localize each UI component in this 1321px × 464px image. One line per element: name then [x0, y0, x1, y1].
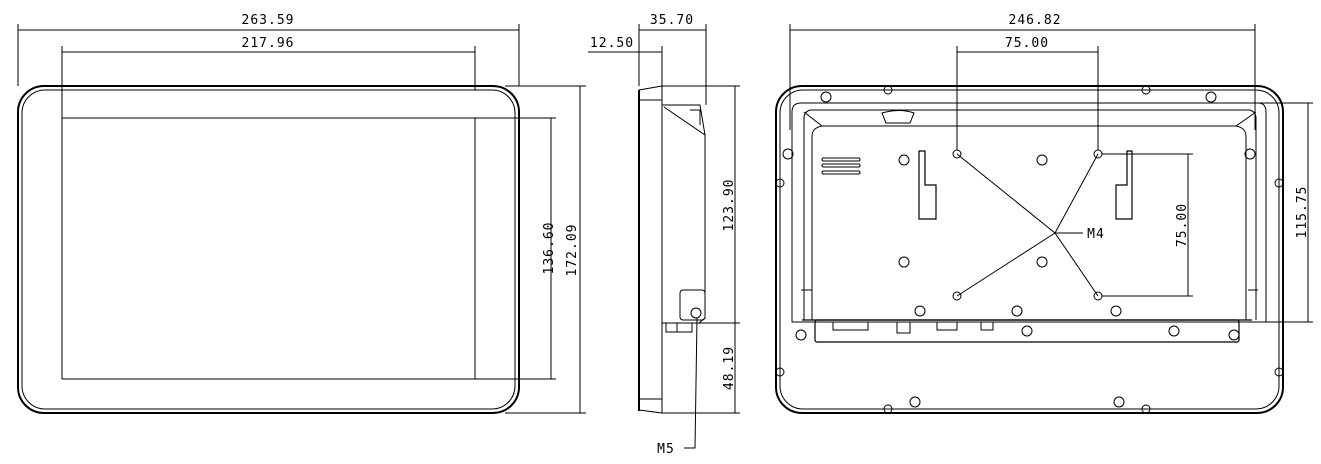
back-outline	[775, 85, 1284, 414]
dim-tray-height: 115.75	[1295, 186, 1310, 239]
dim-overall-height: 172.09	[565, 224, 580, 277]
dim-screen-height: 136.60	[542, 222, 557, 275]
vesa-holes	[952, 149, 1103, 301]
screw-label-m4: M4	[1087, 227, 1105, 242]
dim-overall-width: 263.59	[242, 13, 295, 28]
dim-lower-height: 48.19	[722, 346, 737, 390]
screw-label-m5: M5	[657, 442, 675, 457]
dim-tray-width: 246.82	[1009, 13, 1062, 28]
mounting-bosses	[775, 85, 1284, 414]
dim-vesa-horizontal: 75.00	[1005, 36, 1049, 51]
side-view: 35.70 12.50 123.90 48.19 M5	[588, 13, 740, 457]
back-view: M4 246.82 75.00 75.00 115.75	[775, 13, 1313, 414]
dim-depth: 35.70	[650, 13, 694, 28]
dim-vesa-vertical: 75.00	[1175, 203, 1190, 247]
front-view: 263.59 217.96 136.60 172.09	[17, 13, 586, 414]
dim-bezel-depth: 12.50	[590, 36, 634, 51]
front-bezel-outline	[17, 85, 520, 414]
dim-upper-height: 123.90	[722, 179, 737, 232]
screen-area	[61, 117, 476, 380]
dim-screen-width: 217.96	[242, 36, 295, 51]
